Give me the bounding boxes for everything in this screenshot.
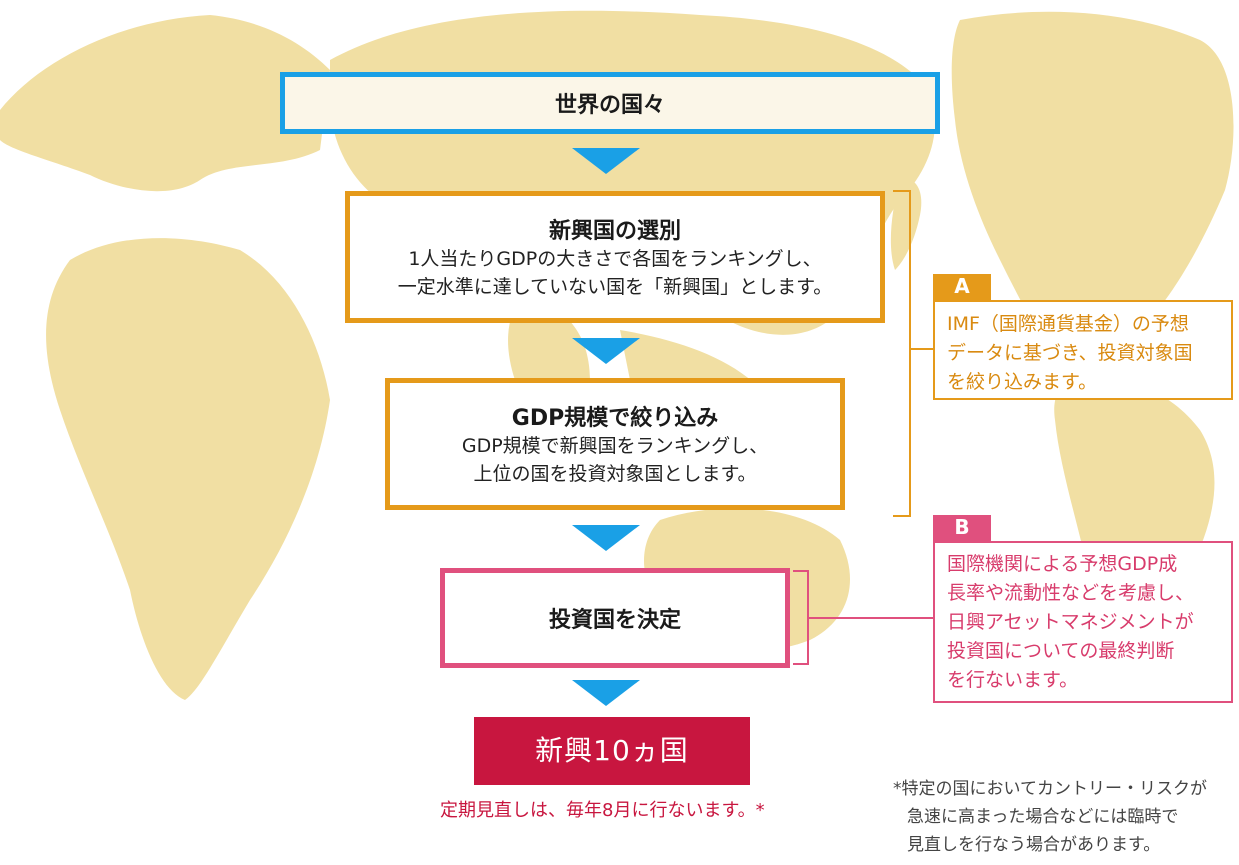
note-b-line-2: 長率や流動性などを考慮し、 (947, 582, 1195, 604)
note-b-line-3: 日興アセットマネジメントが (947, 611, 1194, 633)
note-a-line-1: IMF（国際通貨基金）の予想 (947, 313, 1189, 335)
note-b-box: 国際機関による予想GDP成 長率や流動性などを考慮し、 日興アセットマネジメント… (933, 541, 1233, 703)
connector-b (809, 617, 933, 619)
note-a-line-3: を絞り込みます。 (947, 371, 1098, 393)
step-world-title: 世界の国々 (554, 93, 665, 118)
bracket-b (793, 570, 809, 665)
note-b-line-1: 国際機関による予想GDP成 (947, 553, 1178, 575)
step-decide-title: 投資国を決定 (548, 608, 681, 633)
step-select-title: 新興国の選別 (548, 219, 681, 244)
note-b-line-5: を行ないます。 (947, 669, 1079, 691)
footnote-line-3: 見直しを行なう場合があります。 (907, 835, 1161, 855)
down-arrow-3-icon (572, 525, 640, 551)
down-arrow-1-icon (572, 148, 640, 174)
down-arrow-4-icon (572, 680, 640, 706)
note-a-line-2: データに基づき、投資対象国 (947, 342, 1193, 364)
note-a-box: IMF（国際通貨基金）の予想 データに基づき、投資対象国 を絞り込みます。 (933, 300, 1233, 400)
note-b-tag: B (933, 515, 991, 541)
step-narrow-line-1: GDP規模で新興国をランキングし、 (461, 435, 769, 457)
map-japan (890, 179, 922, 270)
map-africa (46, 238, 331, 700)
footnote: *特定の国においてカントリー・リスクが 急速に高まった場合などには臨時で 見直し… (893, 775, 1207, 859)
review-caption: 定期見直しは、毎年8月に行ないます。* (440, 800, 765, 821)
map-europe (0, 15, 330, 192)
step-emerging-selection: 新興国の選別 1人当たりGDPの大きさで各国をランキングし、 一定水準に達してい… (345, 191, 885, 323)
map-south-america (1054, 377, 1215, 700)
step-select-line-2: 一定水準に達していない国を「新興国」とします。 (397, 276, 833, 298)
note-b-line-4: 投資国についての最終判断 (947, 640, 1175, 662)
footnote-line-1: *特定の国においてカントリー・リスクが (893, 779, 1207, 799)
connector-a (911, 348, 933, 350)
result-emerging-10: 新興10ヵ国 (474, 717, 750, 785)
bracket-a (893, 190, 911, 517)
step-decide-countries: 投資国を決定 (440, 568, 790, 668)
step-narrow-line-2: 上位の国を投資対象国とします。 (473, 463, 757, 485)
step-select-line-1: 1人当たりGDPの大きさで各国をランキングし、 (408, 248, 822, 270)
note-a-tag: A (933, 274, 991, 300)
map-north-america (951, 11, 1234, 364)
step-gdp-narrowing: GDP規模で絞り込み GDP規模で新興国をランキングし、 上位の国を投資対象国と… (385, 378, 845, 510)
step-world-countries: 世界の国々 (280, 72, 940, 134)
footnote-line-2: 急速に高まった場合などには臨時で (907, 807, 1179, 827)
step-narrow-title: GDP規模で絞り込み (511, 406, 719, 431)
down-arrow-2-icon (572, 338, 640, 364)
